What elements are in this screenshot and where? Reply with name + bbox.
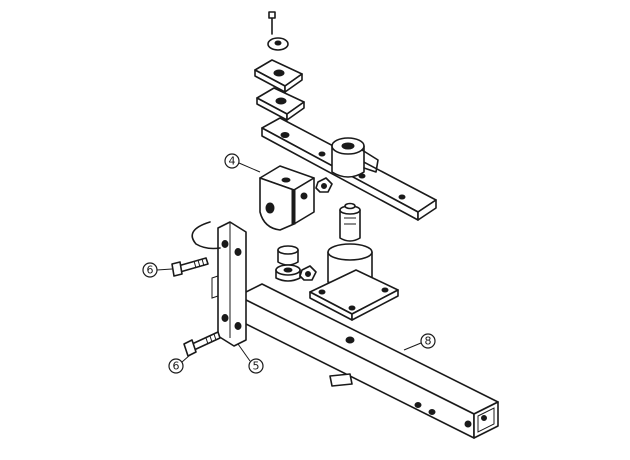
bracket-nut: [315, 177, 333, 193]
bracket-block: [259, 165, 315, 231]
callout-5-label: 5: [253, 360, 260, 373]
callout-4: 4: [224, 153, 261, 173]
swing-arc: [191, 221, 221, 250]
lower-clamp-plate: [256, 87, 305, 121]
callout-6b-label: 6: [173, 360, 180, 373]
callout-6a: 6: [142, 262, 173, 278]
arm-pivot-boss: [331, 137, 379, 178]
callout-6b: 6: [168, 354, 191, 374]
top-nut: [267, 37, 289, 51]
callout-8: 8: [403, 333, 436, 351]
callout-6a-label: 6: [147, 264, 154, 277]
callout-4-label: 4: [229, 155, 236, 168]
callout-8-label: 8: [425, 335, 432, 348]
spring-plunger: [339, 202, 361, 242]
square-tube: [237, 283, 499, 439]
top-screw: [268, 11, 276, 35]
bushing-nut: [299, 265, 317, 281]
bolt-upper: [171, 257, 209, 277]
support-arm: [261, 117, 437, 221]
upper-clamp-plate: [254, 59, 303, 93]
bushing: [275, 245, 301, 282]
swivel-base: [309, 243, 399, 321]
mounting-plate: [211, 221, 247, 347]
callout-5: 5: [237, 343, 264, 374]
top-fastener-stack: [254, 11, 305, 121]
bolt-lower: [183, 331, 221, 357]
